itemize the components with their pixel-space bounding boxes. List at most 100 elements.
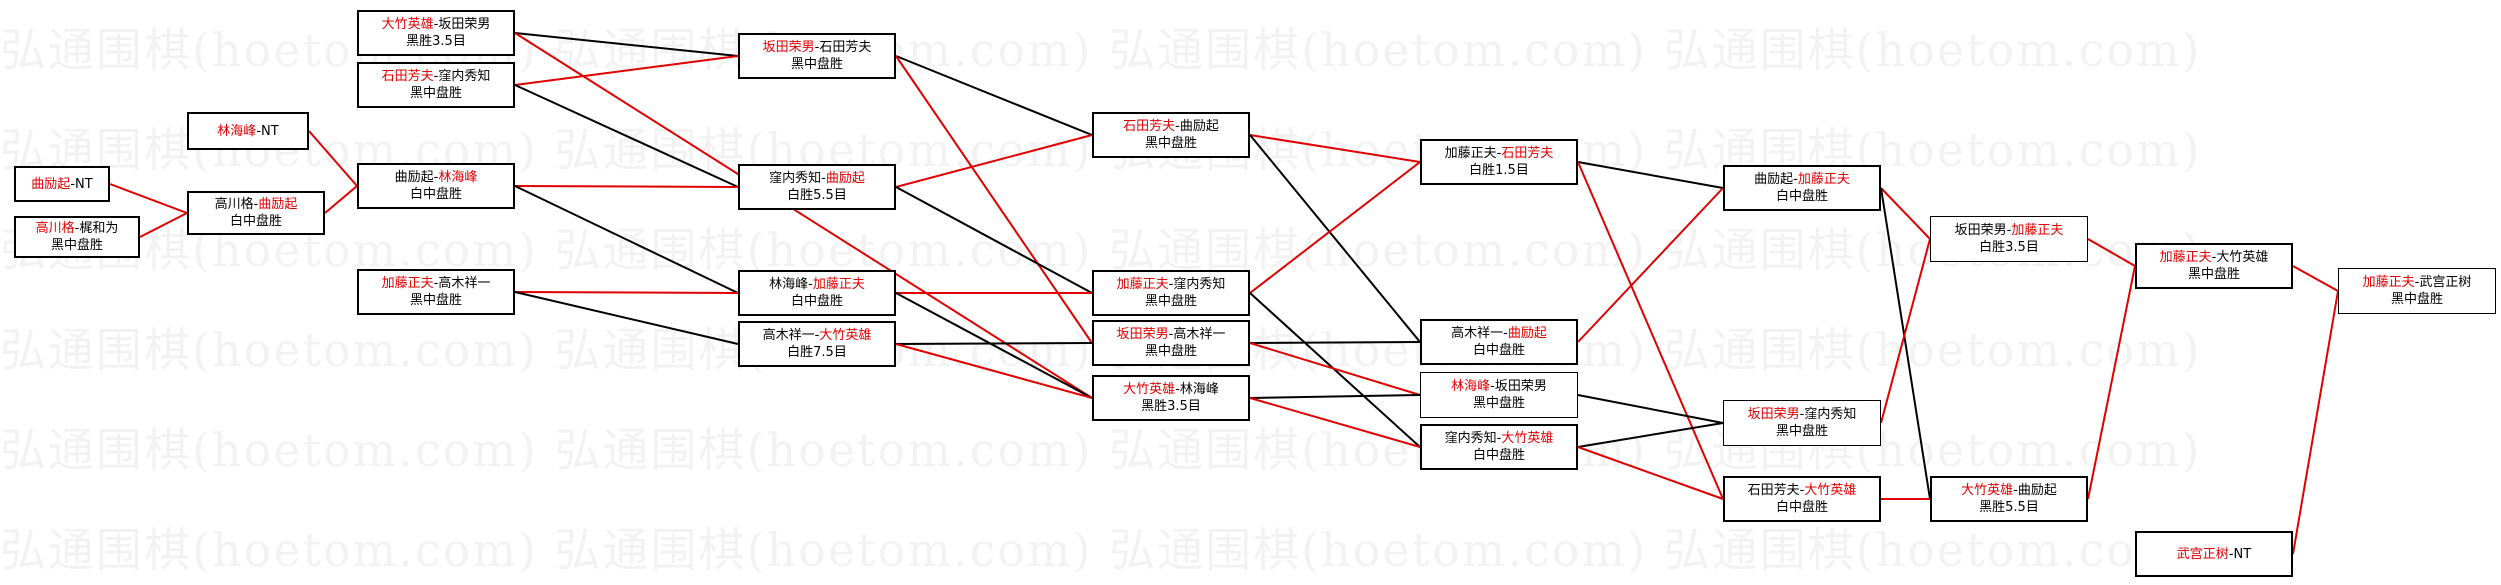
player-black: 加藤正夫 (2362, 275, 2415, 290)
player-black: 大竹英雄 (1123, 382, 1176, 397)
bracket-line-m24-m26 (2087, 238, 2136, 267)
match-players: 石田芳夫-窪内秀知 (382, 68, 491, 85)
match-players: 曲励起-NT (31, 176, 92, 193)
match-players: 坂田荣男-石田芳夫 (763, 39, 872, 56)
match-players: 坂田荣男-加藤正夫 (1955, 222, 2064, 239)
player-black: 窪内秀知 (1444, 431, 1497, 446)
player-white: 加藤正夫 (812, 277, 865, 292)
match-result: 黑中盘胜 (50, 238, 103, 253)
match-result: 白中盘胜 (1775, 189, 1828, 204)
player-black: 武宫正树 (2176, 546, 2229, 562)
bracket-line-m25-m26 (2087, 265, 2136, 500)
player-separator: - (2006, 223, 2012, 238)
player-white: 高木祥一 (1173, 327, 1226, 342)
player-white: NT (261, 123, 279, 139)
match-box-m1: 曲励起-NT (14, 166, 110, 202)
match-players: 林海峰-NT (217, 123, 278, 140)
bracket-line-m3-m7 (308, 130, 358, 187)
player-white: 石田芳夫 (819, 40, 872, 55)
player-black: 加藤正夫 (1444, 146, 1497, 161)
match-players: 石田芳夫-曲励起 (1123, 118, 1219, 135)
player-white: 坂田荣男 (438, 17, 491, 32)
player-separator: - (1799, 407, 1805, 422)
player-black: 曲励起 (394, 170, 434, 185)
player-black: 林海峰 (1451, 379, 1491, 394)
match-result: 黑中盘胜 (790, 57, 843, 72)
bracket-line-m7-m11 (514, 185, 739, 294)
match-result: 黑中盘胜 (1144, 136, 1197, 151)
bracket-line-m17-m21 (1577, 161, 1724, 189)
match-box-m17: 加藤正夫-石田芳夫白胜1.5目 (1420, 139, 1578, 185)
match-result: 黑中盘胜 (1144, 294, 1197, 309)
bracket-line-m16-m20 (1249, 397, 1421, 448)
player-black: 石田芳夫 (381, 69, 434, 84)
player-white: 大竹英雄 (1804, 483, 1857, 498)
match-players: 石田芳夫-大竹英雄 (1748, 482, 1857, 499)
player-black: 加藤正夫 (2159, 250, 2212, 265)
player-white: 窪内秀知 (1804, 407, 1857, 422)
bracket-line-m9-m13 (895, 55, 1093, 136)
player-black: 高川格 (214, 197, 254, 212)
match-players: 加藤正夫-窪内秀知 (1117, 276, 1226, 293)
player-separator: - (1175, 382, 1180, 397)
player-separator: - (256, 123, 262, 139)
match-players: 高川格-梶和为 (36, 220, 119, 237)
player-white: 曲励起 (1507, 326, 1547, 341)
match-players: 窪内秀知-曲励起 (769, 170, 865, 187)
match-box-m27: 武宫正树-NT (2135, 531, 2293, 577)
bracket-line-m15-m18 (1249, 341, 1421, 344)
player-separator: - (808, 277, 813, 292)
player-white: 曲励起 (1179, 119, 1219, 134)
player-black: 曲励起 (31, 176, 71, 192)
match-result: 白中盘胜 (790, 294, 843, 309)
player-white: NT (75, 176, 93, 192)
match-result: 黑胜3.5目 (1141, 399, 1201, 414)
match-players: 林海峰-加藤正夫 (769, 276, 865, 293)
player-separator: - (1168, 327, 1174, 342)
player-separator: - (433, 17, 439, 32)
player-white: 武宫正树 (2419, 275, 2472, 290)
player-separator: - (1168, 277, 1174, 292)
player-black: 高木祥一 (1451, 326, 1504, 341)
player-separator: - (433, 69, 439, 84)
player-white: 加藤正夫 (1797, 172, 1850, 187)
match-box-m18: 高木祥一-曲励起白中盘胜 (1420, 319, 1578, 365)
bracket-line-m19-m22 (1577, 394, 1724, 424)
match-result: 黑中盘胜 (1472, 396, 1525, 411)
match-result: 黑胜5.5目 (1979, 500, 2039, 515)
player-white: 坂田荣男 (1494, 379, 1547, 394)
player-separator: - (74, 221, 80, 236)
player-black: 加藤正夫 (381, 276, 434, 291)
player-black: 窪内秀知 (769, 171, 822, 186)
player-black: 坂田荣男 (1116, 327, 1169, 342)
match-players: 加藤正夫-武宫正树 (2363, 274, 2472, 291)
player-black: 大竹英雄 (381, 17, 434, 32)
match-box-m3: 林海峰-NT (187, 112, 309, 150)
player-separator: - (1175, 119, 1180, 134)
player-white: 高木祥一 (438, 276, 491, 291)
player-white: 大竹英雄 (819, 328, 872, 343)
match-box-m5: 大竹英雄-坂田荣男黑胜3.5目 (357, 10, 515, 56)
bracket-line-m20-m22 (1577, 422, 1724, 448)
match-result: 黑中盘胜 (409, 86, 462, 101)
match-box-m11: 林海峰-加藤正夫白中盘胜 (738, 270, 896, 316)
player-black: 曲励起 (1754, 172, 1794, 187)
match-result: 白中盘胜 (409, 187, 462, 202)
match-box-m14: 加藤正夫-窪内秀知黑中盘胜 (1092, 270, 1250, 316)
match-result: 白中盘胜 (229, 214, 282, 229)
player-white: 加藤正夫 (2011, 223, 2064, 238)
bracket-line-m11-m16 (895, 292, 1093, 399)
bracket-line-m6-m10 (514, 84, 739, 188)
bracket-line-m5-m9 (514, 32, 739, 57)
match-box-m13: 石田芳夫-曲励起黑中盘胜 (1092, 112, 1250, 158)
bracket-line-m6-m9 (514, 55, 739, 86)
bracket-line-m13-m17 (1249, 134, 1421, 163)
bracket-line-m12-m16 (895, 343, 1093, 399)
match-box-m2: 高川格-梶和为黑中盘胜 (14, 216, 140, 258)
bracket-line-m10-m13 (895, 134, 1093, 188)
match-players: 大竹英雄-林海峰 (1123, 381, 1219, 398)
bracket-line-m12-m15 (895, 342, 1093, 345)
match-result: 黑中盘胜 (1775, 424, 1828, 439)
bracket-line-m10-m14 (895, 186, 1093, 294)
player-black: 林海峰 (217, 123, 257, 139)
